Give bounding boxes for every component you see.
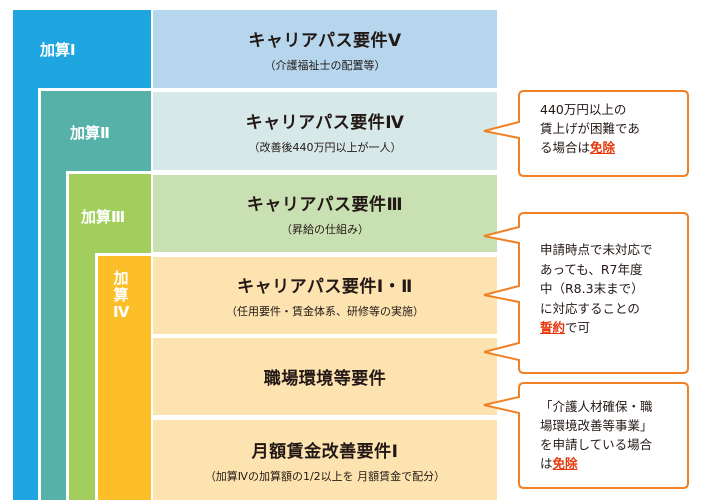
tier-kasan-4 [95,253,151,500]
callout-text-2: 申請時点で未対応で あっても、R7年度 中（R8.3末まで） に対応することの … [540,240,653,338]
pledge-highlight: 誓約 [540,320,566,335]
requirement-row: キャリアパス要件Ⅴ （介護福祉士の配置等） [153,10,497,88]
callout-line: 440万円以上の [540,102,627,117]
callout-line: 場環境改善等事業」 [540,418,653,433]
requirement-subtitle: （加算Ⅳの加算額の1/2以上を 月額賃金で配分） [204,469,446,483]
tier-label-2: 加算Ⅱ [70,124,110,142]
callout-line: 「介護人材確保・職 [540,399,653,414]
requirement-row: キャリアパス要件Ⅳ （改善後440万円以上が一人） [153,92,497,170]
requirement-row: 職場環境等要件 [153,338,497,415]
requirement-row: キャリアパス要件Ⅰ・Ⅱ （任用要件・賃金体系、研修等の実施） [153,257,497,334]
callout-line: る場合は [540,140,591,155]
exemption-highlight: 免除 [552,456,578,471]
requirement-subtitle: （介護福祉士の配置等） [264,58,386,72]
callout-line: あっても、R7年度 [540,261,643,277]
callout-bubble-2 [483,212,689,374]
tier-label-3: 加算Ⅲ [81,208,126,226]
callout-line: で可 [565,320,591,335]
callout-line: を申請している場合 [540,437,653,452]
callout-line: は [540,456,553,471]
requirement-title: キャリアパス要件Ⅳ [245,112,405,133]
callout-bubble-3 [483,382,689,489]
requirement-title: キャリアパス要件Ⅲ [246,195,404,215]
tier-label-4-line: 加 [113,269,129,287]
tier-label-4-line: 算 [113,286,129,304]
callout-text-3: 「介護人材確保・職 場環境改善等事業」 を申請している場合 は免除 [540,397,653,473]
callout-line: に対応することの [540,300,640,316]
tier-label-4: 加 算 Ⅳ [113,270,129,321]
requirement-title: 月額賃金改善要件Ⅰ [251,441,399,462]
callout-line: 中（R8.3末まで） [540,281,644,296]
callout-line: 申請時点で未対応で [540,242,653,257]
requirement-subtitle: （任用要件・賃金体系、研修等の実施） [226,305,424,318]
callout-bubble-1 [483,90,689,177]
requirement-subtitle: （改善後440万円以上が一人） [248,140,402,154]
callout-text-1: 440万円以上の 賃上げが困難であ る場合は免除 [540,100,640,157]
requirement-title: キャリアパス要件Ⅰ・Ⅱ [237,277,413,297]
callout-line: 賃上げが困難であ [540,121,640,136]
requirement-row: キャリアパス要件Ⅲ （昇給の仕組み） [153,175,497,252]
tier-label-1: 加算Ⅰ [40,41,76,59]
requirement-title: 職場環境等要件 [263,369,387,389]
tier-label-4-line: Ⅳ [113,303,130,321]
requirement-row: 月額賃金改善要件Ⅰ （加算Ⅳの加算額の1/2以上を 月額賃金で配分） [153,420,497,500]
requirement-subtitle: （昇給の仕組み） [281,223,369,236]
exemption-highlight: 免除 [590,140,616,155]
requirement-title: キャリアパス要件Ⅴ [248,30,402,51]
